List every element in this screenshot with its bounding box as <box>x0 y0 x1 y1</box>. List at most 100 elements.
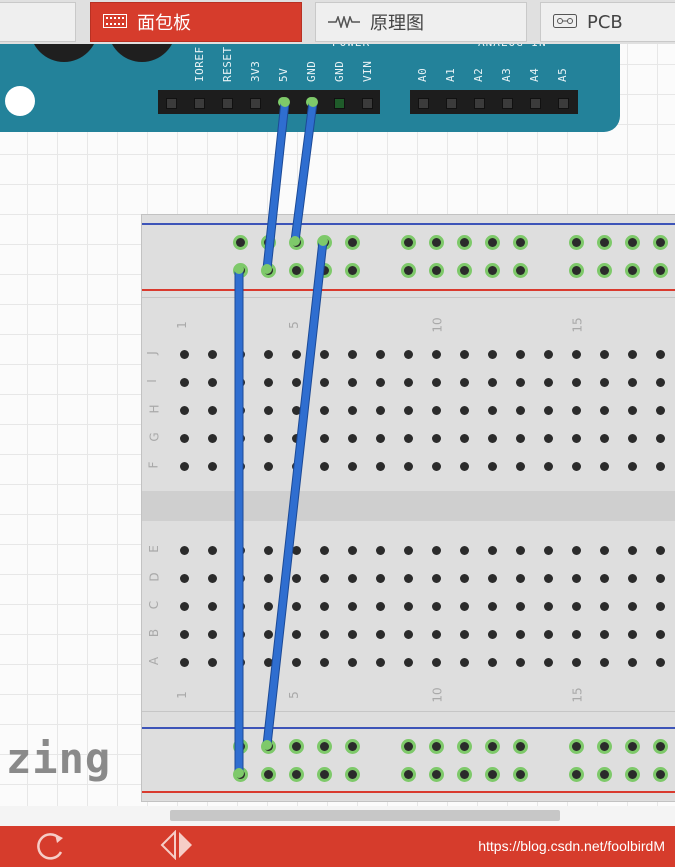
breadboard-hole[interactable] <box>348 630 357 639</box>
breadboard-hole[interactable] <box>180 574 189 583</box>
breadboard-hole[interactable] <box>460 350 469 359</box>
breadboard-hole[interactable] <box>236 350 245 359</box>
breadboard-hole[interactable] <box>460 574 469 583</box>
breadboard-hole[interactable] <box>544 630 553 639</box>
breadboard-hole[interactable] <box>264 574 273 583</box>
breadboard-hole[interactable] <box>292 434 301 443</box>
power-rail-hole[interactable] <box>488 266 497 275</box>
arduino-board[interactable]: POWER ANALOG IN IOREFRESET3V35VGNDGNDVIN… <box>0 26 620 132</box>
breadboard-hole[interactable] <box>348 546 357 555</box>
power-rail-hole[interactable] <box>348 770 357 779</box>
power-rail-hole[interactable] <box>516 742 525 751</box>
horizontal-scrollbar-thumb[interactable] <box>170 810 560 821</box>
breadboard-hole[interactable] <box>264 462 273 471</box>
breadboard-hole[interactable] <box>404 434 413 443</box>
breadboard-hole[interactable] <box>208 434 217 443</box>
breadboard-hole[interactable] <box>600 546 609 555</box>
breadboard-hole[interactable] <box>628 462 637 471</box>
breadboard-hole[interactable] <box>432 462 441 471</box>
breadboard-hole[interactable] <box>544 658 553 667</box>
breadboard-hole[interactable] <box>460 630 469 639</box>
breadboard-hole[interactable] <box>432 630 441 639</box>
breadboard-hole[interactable] <box>180 602 189 611</box>
power-rail-hole[interactable] <box>404 266 413 275</box>
power-rail-hole[interactable] <box>236 742 245 751</box>
breadboard-hole[interactable] <box>320 462 329 471</box>
breadboard-hole[interactable] <box>404 602 413 611</box>
breadboard-hole[interactable] <box>432 378 441 387</box>
breadboard-hole[interactable] <box>544 406 553 415</box>
analog-header-pin[interactable] <box>558 98 569 109</box>
breadboard-hole[interactable] <box>516 546 525 555</box>
breadboard-hole[interactable] <box>488 350 497 359</box>
breadboard-hole[interactable] <box>572 546 581 555</box>
breadboard-hole[interactable] <box>488 406 497 415</box>
power-rail-hole[interactable] <box>264 770 273 779</box>
power-rail-hole[interactable] <box>292 742 301 751</box>
breadboard-hole[interactable] <box>600 630 609 639</box>
power-rail-hole[interactable] <box>292 266 301 275</box>
breadboard-hole[interactable] <box>236 602 245 611</box>
power-rail-hole[interactable] <box>404 770 413 779</box>
breadboard-hole[interactable] <box>544 546 553 555</box>
breadboard-hole[interactable] <box>236 658 245 667</box>
breadboard-hole[interactable] <box>656 462 665 471</box>
breadboard-hole[interactable] <box>348 406 357 415</box>
breadboard-hole[interactable] <box>348 378 357 387</box>
power-rail-hole[interactable] <box>460 238 469 247</box>
breadboard-hole[interactable] <box>656 630 665 639</box>
power-rail-hole[interactable] <box>264 266 273 275</box>
breadboard-hole[interactable] <box>376 434 385 443</box>
power-rail-hole[interactable] <box>656 266 665 275</box>
power-rail-hole[interactable] <box>236 770 245 779</box>
breadboard-hole[interactable] <box>264 546 273 555</box>
power-rail-hole[interactable] <box>600 770 609 779</box>
power-rail-hole[interactable] <box>404 742 413 751</box>
breadboard-hole[interactable] <box>320 574 329 583</box>
power-rail-hole[interactable] <box>460 266 469 275</box>
power-header-pin[interactable] <box>194 98 205 109</box>
breadboard-hole[interactable] <box>460 406 469 415</box>
breadboard-hole[interactable] <box>460 658 469 667</box>
power-header-pin[interactable] <box>334 98 345 109</box>
power-rail-hole[interactable] <box>320 266 329 275</box>
breadboard-hole[interactable] <box>572 602 581 611</box>
breadboard-hole[interactable] <box>180 546 189 555</box>
breadboard-hole[interactable] <box>320 378 329 387</box>
power-rail-hole[interactable] <box>656 770 665 779</box>
breadboard-hole[interactable] <box>516 630 525 639</box>
breadboard-hole[interactable] <box>376 406 385 415</box>
tab-schematic[interactable]: 原理图 <box>315 2 527 42</box>
breadboard-hole[interactable] <box>348 350 357 359</box>
power-rail-hole[interactable] <box>600 266 609 275</box>
analog-header-pin[interactable] <box>474 98 485 109</box>
power-rail-hole[interactable] <box>516 266 525 275</box>
power-rail-hole[interactable] <box>320 742 329 751</box>
flip-button[interactable] <box>155 829 197 864</box>
breadboard-hole[interactable] <box>656 406 665 415</box>
power-rail-hole[interactable] <box>348 238 357 247</box>
breadboard-hole[interactable] <box>600 602 609 611</box>
breadboard-hole[interactable] <box>572 434 581 443</box>
breadboard-hole[interactable] <box>404 574 413 583</box>
breadboard-hole[interactable] <box>544 602 553 611</box>
power-rail-hole[interactable] <box>292 770 301 779</box>
breadboard-hole[interactable] <box>572 574 581 583</box>
breadboard-hole[interactable] <box>208 574 217 583</box>
power-header-pin[interactable] <box>306 97 316 107</box>
power-rail-hole[interactable] <box>628 238 637 247</box>
tab-unnamed[interactable] <box>0 2 76 42</box>
power-rail-hole[interactable] <box>600 742 609 751</box>
breadboard-hole[interactable] <box>236 546 245 555</box>
breadboard-hole[interactable] <box>320 350 329 359</box>
rotate-button[interactable] <box>30 832 72 864</box>
power-header-pin[interactable] <box>362 98 373 109</box>
breadboard-hole[interactable] <box>488 546 497 555</box>
breadboard-hole[interactable] <box>572 630 581 639</box>
power-rail-hole[interactable] <box>348 266 357 275</box>
breadboard-hole[interactable] <box>236 406 245 415</box>
breadboard-hole[interactable] <box>376 574 385 583</box>
tab-pcb[interactable]: PCB <box>540 2 675 42</box>
breadboard-hole[interactable] <box>656 658 665 667</box>
breadboard-hole[interactable] <box>320 602 329 611</box>
